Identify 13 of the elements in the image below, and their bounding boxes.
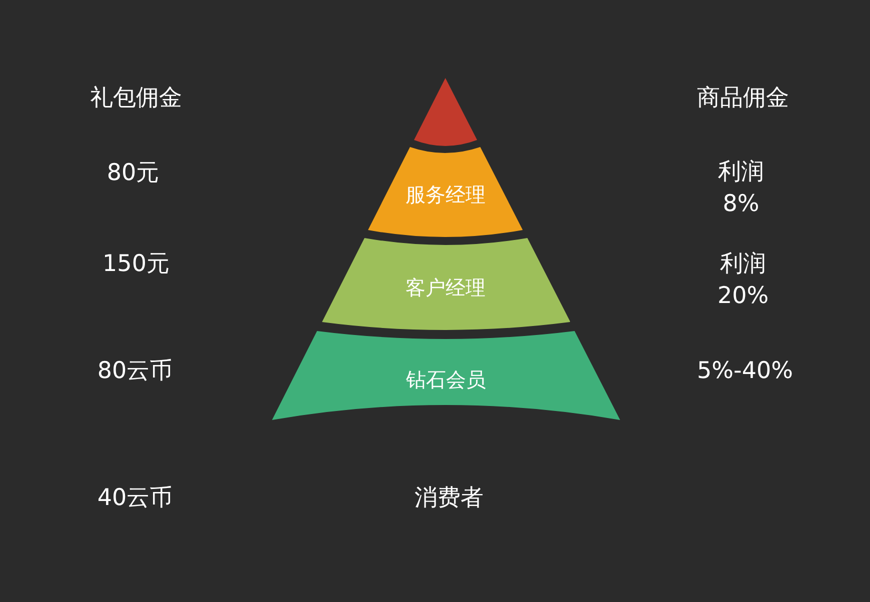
column-heading: 礼包佣金	[90, 84, 182, 113]
commission-value: 80云币	[97, 357, 173, 386]
tier-label: 客户经理	[406, 274, 486, 301]
commission-value: 利润 20%	[716, 250, 770, 311]
commission-value: 5%-40%	[697, 357, 793, 386]
commission-value: 80元	[106, 159, 160, 188]
column-heading: 商品佣金	[697, 84, 789, 113]
commission-value: 利润 8%	[717, 158, 765, 219]
tier-label: 钻石会员	[406, 366, 486, 393]
tier-label: 消费者	[414, 484, 484, 513]
commission-value: 150元	[102, 250, 170, 279]
commission-value: 40云币	[97, 484, 173, 513]
tier-label: 服务经理	[405, 182, 486, 208]
